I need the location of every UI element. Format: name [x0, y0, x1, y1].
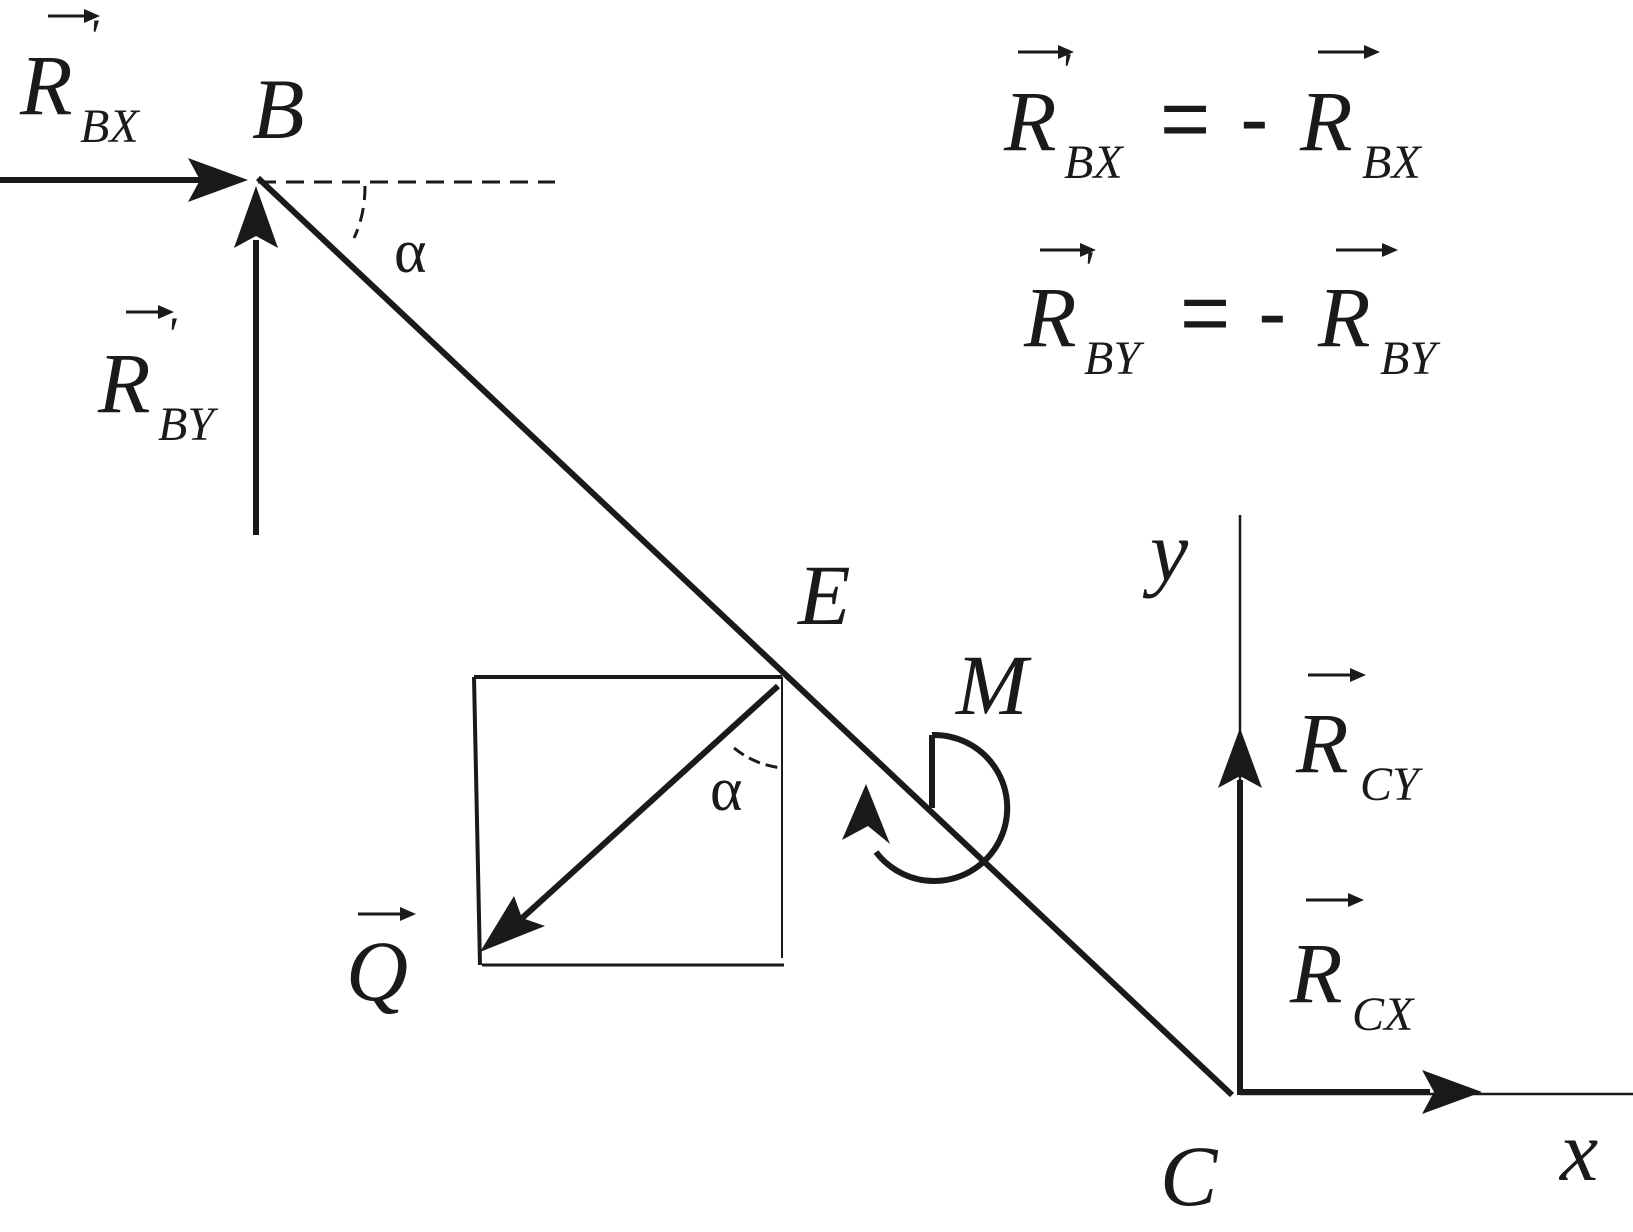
eq1-lhs-prime: ' [1060, 44, 1071, 97]
eq2-rhs-subscript: BY [1380, 332, 1440, 385]
rbx-prime-letter: R [19, 37, 73, 133]
label-rbx-prime: R ' BX [19, 9, 140, 153]
rby-prime-letter: R [97, 335, 151, 431]
rbx-prime-subscript: BX [80, 100, 140, 153]
point-label-b: B [252, 61, 305, 157]
label-rby-prime: R ' BY [97, 305, 218, 451]
eq1-rhs-subscript: BX [1362, 136, 1422, 189]
force-rbx-prime-arrow [0, 158, 248, 202]
eq1-minus: - [1240, 71, 1269, 167]
equation-rby: R ' BY = - R BY [1023, 242, 1440, 385]
eq2-lhs-letter: R [1023, 269, 1077, 365]
eq2-equals: = [1180, 265, 1230, 361]
rby-prime-subscript: BY [158, 398, 218, 451]
eq2-minus: - [1258, 265, 1287, 361]
angle-label-alpha-q: α [710, 756, 742, 824]
force-rcy-arrow [1218, 728, 1262, 1095]
rbx-prime-mark: ' [88, 10, 99, 63]
axis-label-x: x [1558, 1103, 1598, 1199]
force-rcx-arrow [1237, 1070, 1482, 1114]
moment-label-m: M [954, 637, 1032, 733]
eq1-lhs-subscript: BX [1064, 136, 1124, 189]
label-rcx: R CX [1289, 893, 1415, 1041]
eq2-lhs-subscript: BY [1084, 332, 1144, 385]
rby-prime-mark: ' [166, 308, 177, 361]
moment-m-arrow [842, 731, 1011, 884]
label-rcy: R CY [1295, 668, 1423, 811]
equation-rbx: R ' BX = - R BX [1003, 44, 1422, 189]
force-q-arrow [480, 683, 781, 952]
angle-arc-b [352, 185, 367, 239]
rcx-subscript: CX [1352, 988, 1415, 1041]
force-rby-prime-arrow [234, 186, 278, 535]
axis-label-y: y [1142, 503, 1189, 599]
angle-label-alpha-b: α [394, 218, 426, 286]
q-letter: Q [346, 923, 408, 1019]
angle-arc-q [733, 746, 783, 770]
rcy-letter: R [1295, 695, 1349, 791]
eq1-equals: = [1160, 71, 1210, 167]
eq2-rhs-letter: R [1317, 269, 1371, 365]
rcx-letter: R [1289, 925, 1343, 1021]
point-label-e: E [796, 547, 851, 643]
eq1-lhs-letter: R [1003, 73, 1057, 169]
rcy-subscript: CY [1360, 758, 1423, 811]
point-label-c: C [1160, 1128, 1219, 1224]
label-q: Q [346, 907, 416, 1019]
eq2-lhs-prime: ' [1082, 242, 1093, 295]
q-component-rectangle [472, 675, 784, 967]
beam-bc [255, 175, 1235, 1098]
eq1-rhs-letter: R [1299, 73, 1353, 169]
